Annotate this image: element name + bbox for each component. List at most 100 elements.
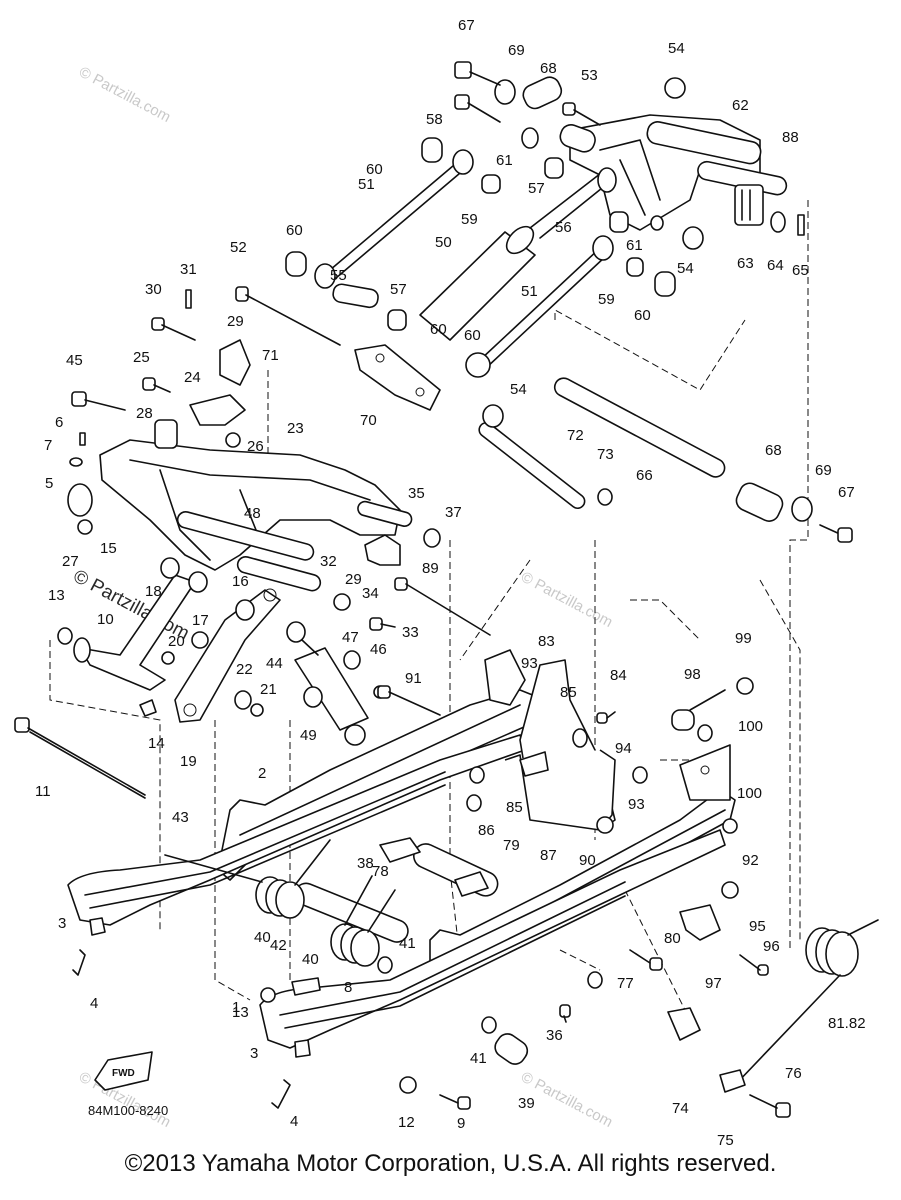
part-label: 57	[390, 281, 407, 298]
part-label: 87	[540, 847, 557, 864]
bracket	[679, 904, 721, 941]
washer	[494, 79, 516, 105]
part-label: 40	[302, 951, 319, 968]
spacer	[522, 76, 563, 110]
part-label: 94	[615, 740, 632, 757]
part-label: 3	[250, 1045, 258, 1062]
part-label: 86	[478, 822, 495, 839]
slider-block	[667, 1007, 701, 1041]
part-label: 68	[540, 60, 557, 77]
part-label: 2	[258, 765, 266, 782]
part-label: 29	[345, 571, 362, 588]
bolt	[394, 577, 491, 636]
bolt	[559, 1004, 571, 1023]
part-label: 78	[372, 863, 389, 880]
rear-torsion-spring	[734, 919, 879, 1086]
part-label: 63	[737, 255, 754, 272]
collar	[609, 211, 629, 233]
part-label: 59	[461, 211, 478, 228]
nut	[260, 987, 276, 1003]
nut	[587, 971, 603, 989]
part-label: 61	[496, 152, 513, 169]
cross-shaft	[357, 500, 413, 527]
collar	[387, 309, 407, 331]
wheel	[67, 483, 93, 517]
part-label: 36	[546, 1027, 563, 1044]
front-arm-assembly	[67, 289, 441, 592]
front-arm	[79, 574, 196, 691]
part-label: 70	[360, 412, 377, 429]
mount-bracket	[484, 649, 526, 706]
part-label: 59	[598, 291, 615, 308]
collar	[626, 257, 644, 277]
washer	[770, 211, 786, 233]
part-label: 42	[270, 937, 287, 954]
pin	[79, 432, 86, 446]
nut	[682, 226, 704, 250]
part-label: 96	[763, 938, 780, 955]
washer	[57, 627, 73, 645]
nut	[225, 432, 241, 448]
part-label: 75	[717, 1132, 734, 1149]
watermark: © Partzilla.com	[76, 64, 173, 126]
part-label: 76	[785, 1065, 802, 1082]
part-label: 66	[636, 467, 653, 484]
part-label: 24	[184, 369, 201, 386]
part-label: 97	[705, 975, 722, 992]
collar	[160, 557, 180, 579]
part-label: 55	[330, 267, 347, 284]
washer	[333, 593, 351, 611]
stopper-pad	[494, 1033, 529, 1065]
runner-screw	[271, 1039, 311, 1109]
bolt	[142, 377, 171, 393]
bolt	[819, 524, 853, 543]
part-label: 44	[266, 655, 283, 672]
nut	[721, 881, 739, 899]
washer	[632, 766, 648, 784]
collar	[188, 571, 208, 593]
part-label: 58	[426, 111, 443, 128]
part-label: 60	[430, 321, 447, 338]
part-label: 4	[90, 995, 98, 1012]
washer	[791, 496, 813, 522]
collar	[343, 650, 361, 670]
part-label: 85	[560, 684, 577, 701]
part-label: 60	[464, 327, 481, 344]
nut	[736, 677, 754, 695]
stopper	[189, 394, 246, 426]
part-label: 31	[180, 261, 197, 278]
part-label: 100	[738, 718, 763, 735]
part-label: 32	[320, 553, 337, 570]
bolt	[369, 617, 396, 631]
torsion-spring	[330, 875, 396, 967]
part-label: 85	[506, 799, 523, 816]
plate	[679, 744, 731, 801]
collar	[421, 137, 443, 163]
front-frame	[99, 439, 401, 571]
washer	[191, 631, 209, 649]
washer	[572, 728, 588, 748]
part-label: 6	[55, 414, 63, 431]
rear-tensioner-assembly	[469, 649, 754, 834]
part-label: 64	[767, 257, 784, 274]
part-label: 100	[737, 785, 762, 802]
collar	[544, 157, 564, 179]
part-label: 83	[538, 633, 555, 650]
part-label: 53	[581, 67, 598, 84]
nut	[664, 77, 686, 99]
part-label: 84	[610, 667, 627, 684]
part-label: 60	[286, 222, 303, 239]
watermark: © Partzilla.com	[518, 569, 615, 631]
part-label: 54	[510, 381, 527, 398]
part-label: 62	[732, 97, 749, 114]
parts-diagram: © Partzilla.com © Partzilla.com © Partzi…	[14, 17, 879, 1149]
part-label: 73	[597, 446, 614, 463]
nut	[377, 956, 393, 974]
part-label: 10	[97, 611, 114, 628]
part-label: 51	[358, 176, 375, 193]
part-label: 12	[398, 1114, 415, 1131]
cross-shaft	[176, 510, 315, 561]
part-label: 54	[668, 40, 685, 57]
washer	[234, 690, 252, 710]
pin	[797, 214, 805, 236]
